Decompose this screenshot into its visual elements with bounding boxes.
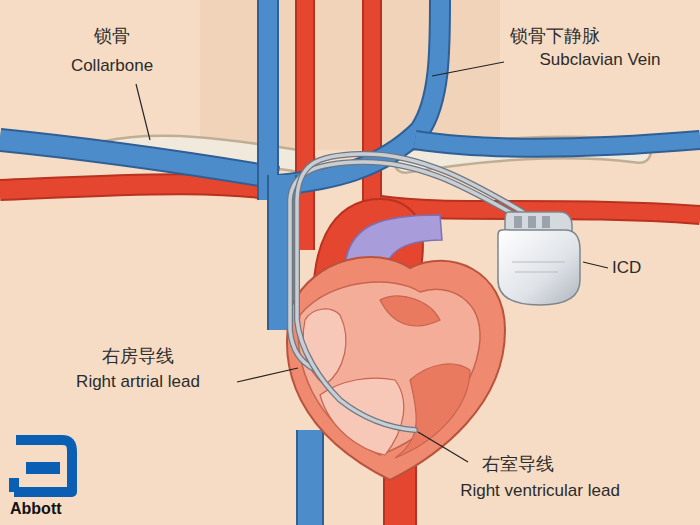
leader-lines [136, 62, 608, 462]
part-name-cn: 锁骨下静脉 [510, 26, 600, 47]
part-name: Right artrial lead [76, 372, 200, 392]
part-name: Right ventricular lead [460, 481, 620, 501]
heart [287, 257, 505, 480]
part-name: Subclavian Vein [540, 50, 661, 70]
leads [290, 154, 523, 430]
logo-text: Abbott [10, 500, 62, 518]
part-name-cn: 锁骨 [94, 26, 130, 47]
icd-device [498, 212, 580, 305]
part-name: ICD [612, 258, 641, 278]
abbott-logo [14, 440, 72, 492]
part-name-cn: 右房导线 [102, 346, 174, 367]
neck [200, 0, 500, 150]
part-name-cn: 右室导线 [482, 454, 554, 475]
part-name: Collarbone [71, 56, 153, 76]
